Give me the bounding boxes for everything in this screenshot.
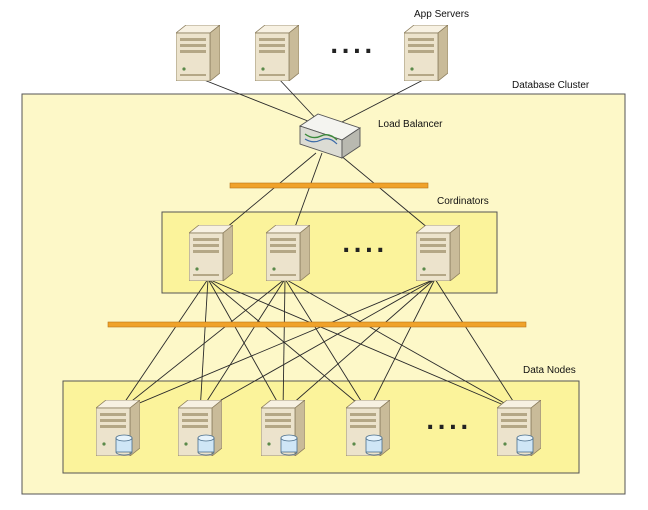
coordinator-bus-bar [229,182,429,189]
data-node-2 [178,400,222,456]
link-coordinator-datanode-11 [117,278,436,413]
link-coordinator-datanode-8 [282,278,286,413]
link-coordinator-datanode-4 [207,278,369,413]
link-lb-coord2 [290,152,323,239]
coordinators-label: Cordinators [437,196,489,207]
data-node-5 [497,400,541,456]
coordinator-server-2 [266,225,310,281]
app-server-3 [404,25,448,81]
link-app2-lb [277,77,321,124]
data-nodes-label: Data Nodes [523,365,576,376]
app-servers-label: App Servers [414,9,470,20]
link-coordinator-datanode-5 [207,278,521,413]
link-coordinator-datanode-12 [199,278,436,413]
data-node-bus-bar [107,321,527,328]
link-coordinator-datanode-14 [367,278,436,413]
connection-lines [117,77,521,413]
data-node-4 [346,400,390,456]
link-app1-lb [198,77,319,126]
coordinator-server-1 [189,225,233,281]
link-coordinator-datanode-15 [434,278,521,413]
data-node-1 [96,400,140,456]
link-coordinator-datanode-13 [282,278,436,413]
coordinator-server-3 [416,225,460,281]
link-coordinator-datanode-3 [207,278,284,413]
app-server-2 [255,25,299,81]
coordinators-ellipsis: .... [342,233,388,258]
link-coordinator-datanode-6 [117,278,286,413]
data-node-3 [261,400,305,456]
link-coordinator-datanode-7 [199,278,286,413]
link-coordinator-datanode-10 [284,278,521,413]
link-coordinator-datanode-2 [199,278,209,413]
app-server-1 [176,25,220,81]
link-coordinator-datanode-1 [117,278,209,413]
link-lb-coord1 [213,152,317,239]
link-coordinator-datanode-9 [284,278,369,413]
data-nodes-ellipsis: .... [426,410,472,435]
link-app3-lb [339,77,428,124]
link-lb-coord3 [333,149,441,239]
load-balancer-icon [298,113,362,159]
database-cluster-label: Database Cluster [512,80,590,91]
load-balancer-label: Load Balancer [378,119,443,130]
app-servers-ellipsis: .... [330,34,376,59]
